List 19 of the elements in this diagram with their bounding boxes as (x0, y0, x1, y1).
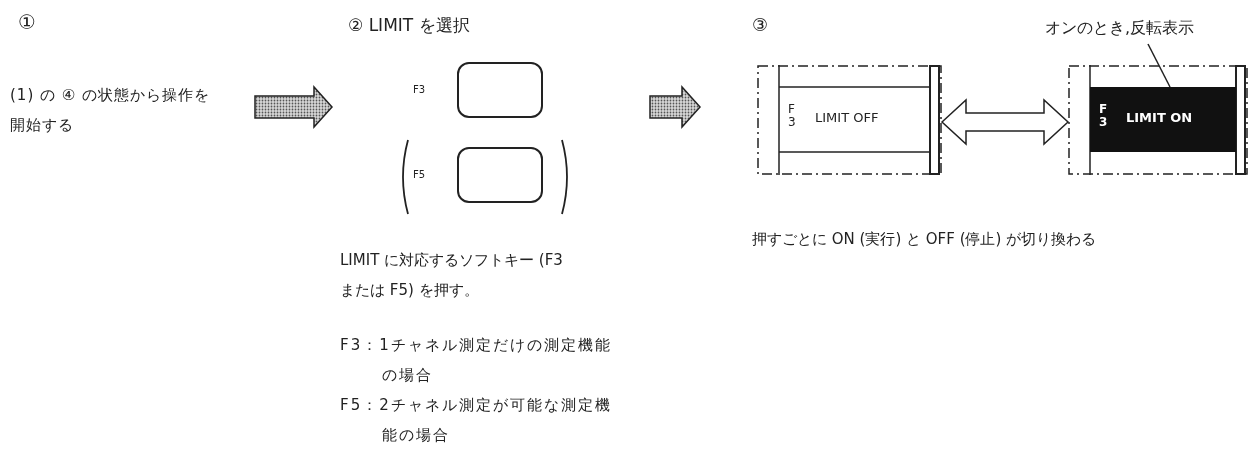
display-text: LIMIT OFF (815, 110, 879, 125)
step-number: ① (18, 10, 36, 34)
step-heading: ② LIMIT を選択 (348, 14, 470, 37)
block-arrow (649, 85, 701, 129)
double-arrow (940, 98, 1070, 146)
step-number: ③ (752, 14, 769, 35)
instruction-text: LIMIT に対応するソフトキー (F3 または F5) を押す。 (340, 250, 564, 301)
note-text: F5：2チャネル測定が可能な測定機能の場合 (340, 395, 613, 446)
leader-line (1147, 43, 1171, 88)
caption-text: 押すごとに ON (実行) と OFF (停止) が切り換わる (752, 230, 1097, 249)
key-label: F 3 (1099, 103, 1109, 129)
callout-text: オンのとき,反転表示 (1045, 18, 1195, 39)
block-arrow (254, 85, 333, 129)
note-text: F3：1チャネル測定だけの測定機能の場合 (340, 335, 613, 386)
display-text: LIMIT ON (1126, 110, 1193, 125)
step-description: (1) の ④ の状態から操作を開始する (10, 85, 210, 136)
key-label: F5 (413, 169, 426, 180)
key-label: F3 (413, 84, 426, 95)
key-label: F 3 (788, 103, 797, 129)
